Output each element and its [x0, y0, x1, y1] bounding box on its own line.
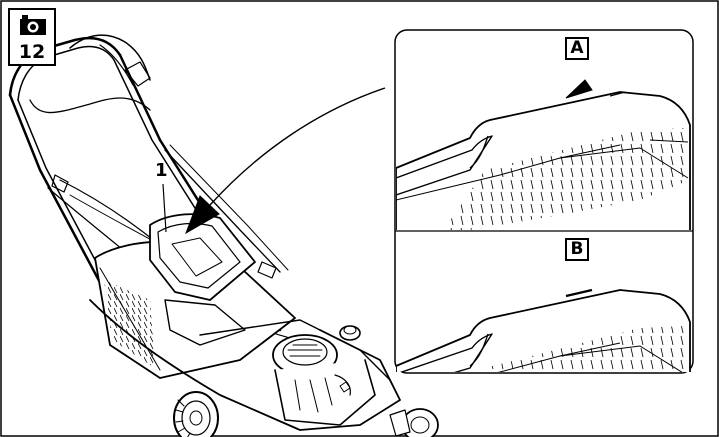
- callout-leader: [162, 183, 167, 233]
- view-label-a: A: [565, 37, 589, 60]
- lawn-mower: [8, 34, 439, 437]
- notch-arrow-a: [565, 79, 593, 99]
- figure-number: 12: [18, 41, 46, 63]
- view-label-b: B: [565, 238, 589, 261]
- figure-badge: 12: [8, 8, 56, 66]
- catcher-view-b: [396, 288, 691, 372]
- catcher-view-a: [396, 91, 691, 230]
- pointer-arc: [209, 87, 386, 206]
- pointer-arrowhead: [185, 195, 220, 235]
- camera-icon: [20, 15, 46, 35]
- callout-label: 1: [155, 160, 168, 181]
